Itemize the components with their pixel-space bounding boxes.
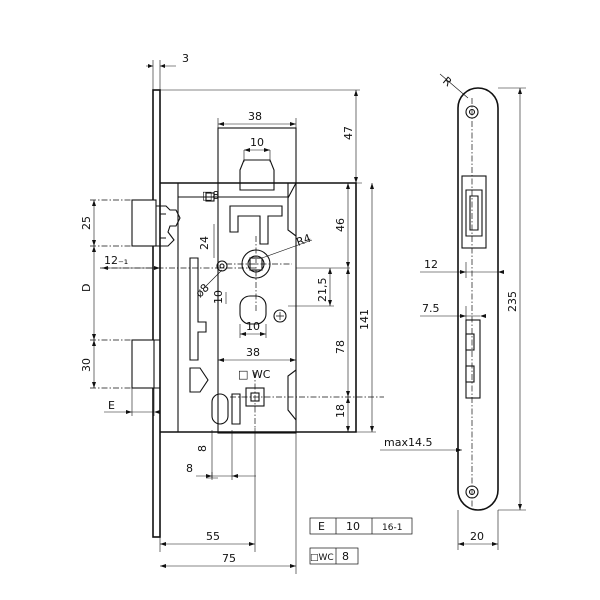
table-wc-col2: 8 [342,550,349,563]
inner-plate [177,183,289,432]
dim-top-slot: 10 [250,136,264,149]
centerline-spindle [226,236,292,312]
side-dim-7-5: 7.5 [422,302,440,315]
dim-55: 55 [206,530,220,543]
side-dim-235: 235 [506,291,519,312]
side-dim-max: max14.5 [384,436,432,449]
dim-wc-label: □ WC [238,368,271,381]
table-wc: □WC 8 [309,547,359,565]
dim-spindle-24: 24 [198,236,211,250]
dim-e: E [108,399,115,412]
latch-opening [461,175,487,249]
dim-slot-10-right: 10 [246,320,260,333]
faceplate [152,89,161,538]
side-dim-width-20: 20 [470,530,484,543]
dim-mid-width: 38 [246,346,260,359]
dead-bolt [90,339,160,389]
table-e-col1: E [318,520,325,533]
forend-plate [457,87,499,511]
dim-78: 78 [334,340,347,354]
dim-75: 75 [222,552,236,565]
dim-follower-dia: ø8 [193,281,212,300]
bolt-opening [465,319,481,399]
dim-plate-thickness: 3 [182,52,189,65]
wc-mechanism [211,387,265,425]
follower-mechanism [189,127,297,434]
centerline-wc [230,372,384,428]
dim-8-horizontal: 8 [186,462,193,475]
dim-hub-to-top: 47 [342,126,355,140]
front-view: 3 47 38 10 □8 25 24 46 R4 [80,52,384,574]
dim-21-5: 21,5 [316,278,329,303]
dim-backset-12: 12₋₁ [104,254,128,267]
latch-bolt [90,199,181,247]
dim-18: 18 [334,404,347,418]
dim-top-width: 38 [248,110,262,123]
dim-height-141: 141 [358,309,371,330]
lock-case [160,182,357,433]
dim-follower-25: 25 [80,216,93,230]
dim-slot-10-left: 10 [212,290,225,304]
dim-lever-46: 46 [334,218,347,232]
table-e-col3: 16-1 [382,523,402,533]
side-dim-radius: R [440,74,454,89]
dim-cylinder-square: □8 [202,189,219,202]
dim-d: D [80,284,93,292]
side-view: R 12 7.5 235 max14.5 20 [380,73,526,550]
table-e-col2: 10 [346,520,360,533]
dim-bolt-30: 30 [80,358,93,372]
table-e: E 10 16-1 [309,517,413,535]
side-dim-12: 12 [424,258,438,271]
dim-8-vertical: 8 [196,445,209,452]
table-wc-col1: □WC [310,553,334,563]
dim-radius-r4: R4 [295,232,313,249]
